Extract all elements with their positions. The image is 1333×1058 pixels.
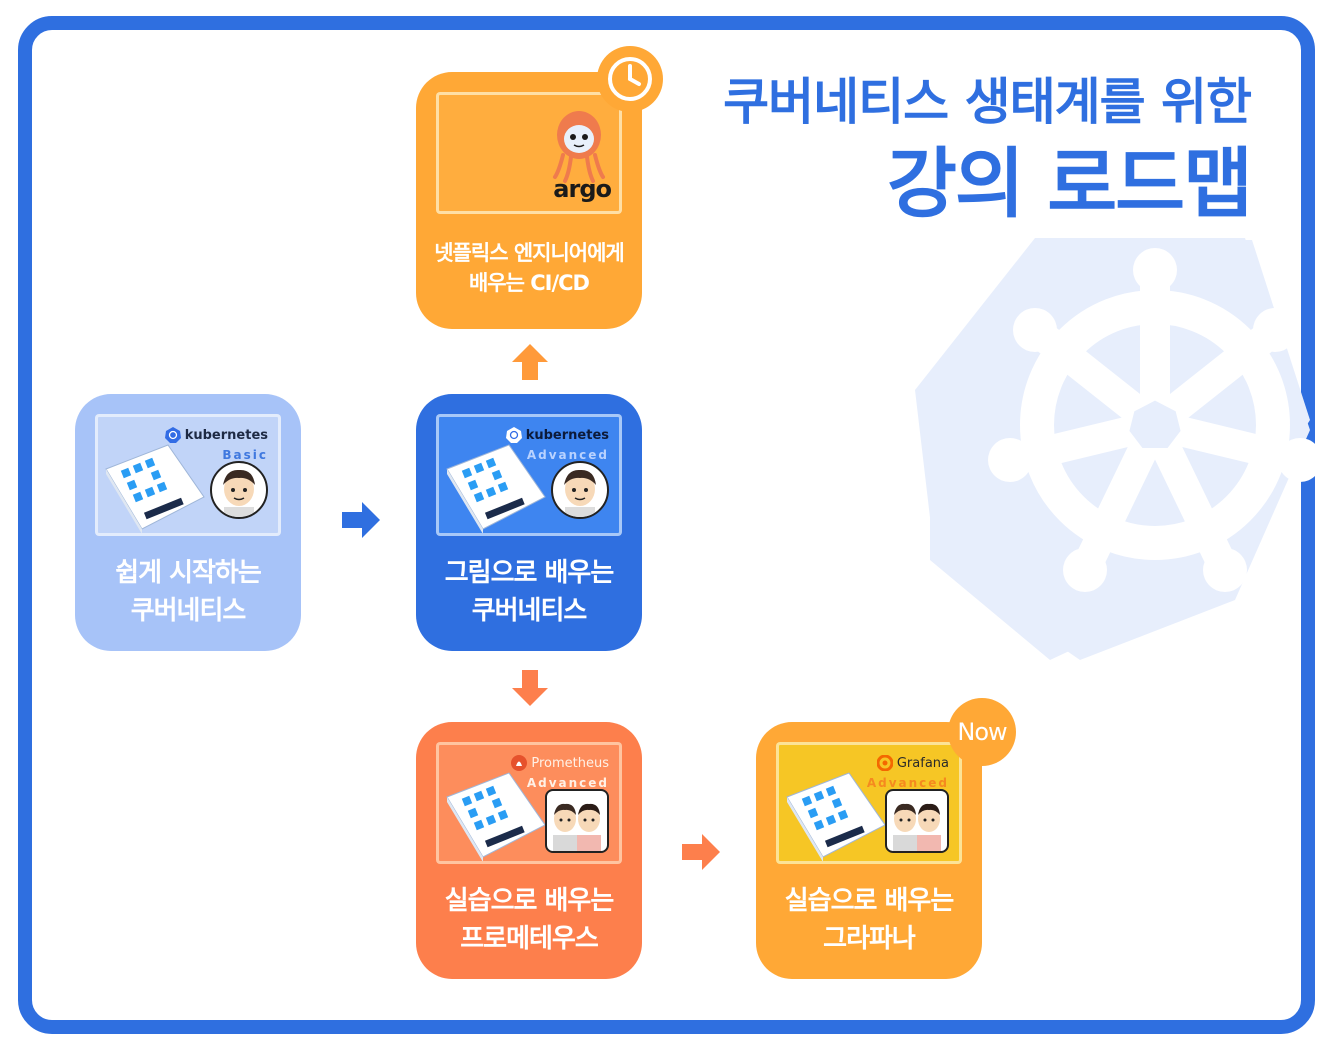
book-cover-icon	[786, 772, 886, 861]
caption-line: 배우는 CI/CD	[468, 271, 590, 295]
course-thumbnail: kubernetes Advanced	[436, 414, 622, 536]
caption-line: 그라파나	[823, 924, 916, 954]
instructor-face-icon	[223, 469, 255, 517]
book-cover-icon	[446, 444, 546, 533]
title-subtitle: 쿠버네티스 생태계를 위한	[723, 73, 1252, 131]
course-caption: 실습으로 배우는 그라파나	[756, 882, 982, 958]
course-thumbnail: argo	[436, 92, 622, 214]
course-level: Basic	[222, 448, 268, 462]
book-cover-icon	[105, 444, 205, 533]
arrow-down-icon	[512, 670, 548, 706]
book-cover-icon	[446, 772, 546, 861]
instructor-face-icon	[564, 469, 596, 517]
brand-label: Grafana Advanced	[867, 755, 949, 790]
arrow-up-icon	[512, 344, 548, 380]
instructor-avatars	[545, 789, 609, 853]
instructor-avatars	[885, 789, 949, 853]
roadmap-title: 쿠버네티스 생태계를 위한 강의 로드맵	[723, 70, 1253, 234]
brand-label: kubernetes Basic	[164, 427, 268, 462]
course-caption: 실습으로 배우는 프로메테우스	[416, 882, 642, 958]
kubernetes-icon	[505, 427, 522, 443]
course-card-argo-cicd[interactable]: argo 넷플릭스 엔지니어에게 배우는 CI/CD	[416, 72, 642, 329]
course-thumbnail: kubernetes Basic	[95, 414, 281, 536]
argo-mascot-icon	[553, 111, 605, 183]
caption-line: 쿠버네티스	[130, 596, 247, 626]
course-level: Advanced	[526, 448, 609, 462]
clock-badge	[597, 46, 663, 112]
course-caption: 쉽게 시작하는 쿠버네티스	[75, 554, 301, 630]
course-level: Advanced	[866, 776, 949, 790]
argo-logo-text: argo	[553, 175, 612, 203]
course-thumbnail: Grafana Advanced	[776, 742, 962, 864]
kubernetes-icon	[164, 427, 181, 443]
caption-line: 넷플릭스 엔지니어에게	[434, 241, 625, 265]
instructor-faces-icon	[893, 803, 941, 851]
course-caption: 넷플릭스 엔지니어에게 배우는 CI/CD	[416, 238, 642, 298]
clock-icon	[608, 57, 652, 101]
brand-label: kubernetes Advanced	[505, 427, 609, 462]
caption-line: 쉽게 시작하는	[115, 558, 262, 588]
instructor-faces-icon	[553, 803, 601, 851]
instructor-avatar	[551, 461, 609, 519]
grafana-icon	[876, 755, 893, 771]
course-card-prometheus[interactable]: Prometheus Advanced 실습으로 배우는 프로메테우스	[416, 722, 642, 979]
course-card-kubernetes-advanced[interactable]: kubernetes Advanced 그림으로 배우는 쿠버네티스	[416, 394, 642, 651]
now-badge: Now	[948, 698, 1016, 766]
arrow-right-icon	[342, 502, 380, 538]
title-main: 강의 로드맵	[886, 139, 1253, 228]
brand-label: Prometheus Advanced	[511, 755, 609, 790]
brand-name: kubernetes	[184, 427, 268, 443]
instructor-avatar	[210, 461, 268, 519]
prometheus-icon	[511, 755, 528, 771]
course-card-grafana[interactable]: Grafana Advanced 실습으로 배우는 그라파나	[756, 722, 982, 979]
caption-line: 쿠버네티스	[471, 596, 588, 626]
caption-line: 실습으로 배우는	[784, 886, 955, 916]
caption-line: 프로메테우스	[460, 924, 599, 954]
course-thumbnail: Prometheus Advanced	[436, 742, 622, 864]
course-card-kubernetes-basic[interactable]: kubernetes Basic 쉽게 시작하는 쿠버네티스	[75, 394, 301, 651]
brand-name: Grafana	[896, 755, 949, 771]
course-level: Advanced	[526, 776, 609, 790]
course-caption: 그림으로 배우는 쿠버네티스	[416, 554, 642, 630]
brand-name: Prometheus	[531, 755, 609, 771]
brand-name: kubernetes	[525, 427, 609, 443]
arrow-right-icon	[682, 834, 720, 870]
caption-line: 실습으로 배우는	[444, 886, 615, 916]
caption-line: 그림으로 배우는	[444, 558, 615, 588]
